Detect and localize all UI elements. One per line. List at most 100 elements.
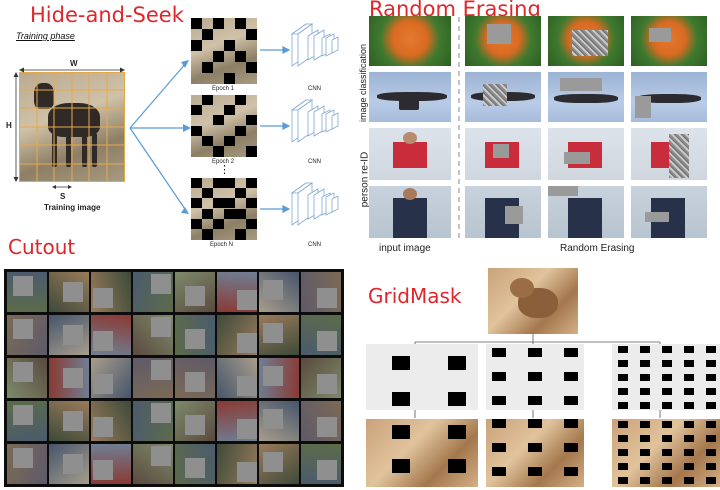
epoch-n-image bbox=[191, 178, 257, 240]
grid-mask-block bbox=[492, 467, 506, 476]
grid-mask-block bbox=[618, 463, 628, 470]
plane-erased-1 bbox=[465, 72, 541, 122]
cutout-patch bbox=[263, 452, 283, 472]
cutout-patch bbox=[263, 409, 283, 429]
cutout-sample bbox=[49, 315, 89, 355]
grid-mask-block bbox=[492, 419, 506, 428]
grid-mask-block bbox=[528, 419, 542, 428]
cutout-grid bbox=[4, 269, 344, 487]
cutout-patch bbox=[13, 276, 33, 296]
cutout-sample bbox=[133, 401, 173, 441]
cutout-sample bbox=[175, 444, 215, 484]
cutout-sample bbox=[301, 315, 341, 355]
mask-fine bbox=[612, 344, 720, 410]
cutout-patch bbox=[317, 374, 337, 394]
cutout-sample bbox=[91, 272, 131, 312]
cutout-patch bbox=[317, 417, 337, 437]
cutout-sample bbox=[133, 272, 173, 312]
grid-mask-block bbox=[492, 348, 506, 357]
plane-input bbox=[369, 72, 451, 122]
row-label-image-classification: image classification bbox=[358, 43, 368, 123]
grid-mask-block bbox=[662, 374, 672, 381]
cutout-sample bbox=[133, 444, 173, 484]
cutout-patch bbox=[13, 362, 33, 382]
grid-mask-block bbox=[706, 435, 716, 442]
hide-and-seek-panel: Hide-and-Seek Training phase W H bbox=[0, 0, 360, 248]
grid-mask-block bbox=[640, 421, 650, 428]
grid-mask-block bbox=[564, 419, 578, 428]
cutout-patch bbox=[13, 319, 33, 339]
cutout-patch bbox=[63, 411, 83, 431]
cutout-patch bbox=[317, 331, 337, 351]
epoch-1-label: Epoch 1 bbox=[212, 86, 235, 92]
grid-overlay bbox=[19, 72, 125, 182]
cutout-sample bbox=[91, 315, 131, 355]
hide-and-seek-title: Hide-and-Seek bbox=[30, 3, 184, 27]
grid-mask-block bbox=[684, 388, 694, 395]
grid-mask-block bbox=[662, 346, 672, 353]
cnn-label-n: CNN bbox=[308, 242, 321, 248]
cutout-sample bbox=[259, 444, 299, 484]
cutout-sample bbox=[133, 315, 173, 355]
plane-erased-2 bbox=[548, 72, 624, 122]
grid-mask-block bbox=[684, 402, 694, 409]
cutout-patch bbox=[13, 405, 33, 425]
grid-mask-block bbox=[618, 374, 628, 381]
cutout-sample bbox=[301, 444, 341, 484]
grid-mask-block bbox=[640, 388, 650, 395]
cat-masked-medium bbox=[486, 419, 584, 487]
random-erasing-label: Random Erasing bbox=[560, 243, 635, 254]
dog-figure bbox=[48, 103, 100, 137]
grid-mask-block bbox=[706, 388, 716, 395]
grid-mask-block bbox=[662, 360, 672, 367]
cutout-sample bbox=[49, 272, 89, 312]
cutout-patch bbox=[185, 372, 205, 392]
cutout-sample bbox=[217, 315, 257, 355]
s-label: S bbox=[60, 192, 66, 201]
cutout-patch bbox=[93, 460, 113, 480]
person-red-erased-1 bbox=[465, 128, 541, 180]
cutout-sample bbox=[259, 401, 299, 441]
w-arrow bbox=[19, 67, 125, 73]
cutout-sample bbox=[259, 358, 299, 398]
grid-mask-block bbox=[528, 396, 542, 405]
fox-erased-3 bbox=[631, 16, 707, 66]
cutout-sample bbox=[175, 401, 215, 441]
cutout-sample bbox=[217, 272, 257, 312]
cutout-sample bbox=[49, 444, 89, 484]
gridmask-title: GridMask bbox=[368, 284, 462, 308]
grid-mask-block bbox=[640, 374, 650, 381]
grid-mask-block bbox=[618, 421, 628, 428]
cutout-patch bbox=[185, 286, 205, 306]
cnn-label-2: CNN bbox=[308, 159, 321, 165]
w-label: W bbox=[70, 59, 78, 68]
cutout-patch bbox=[63, 454, 83, 474]
cutout-panel: Cutout bbox=[0, 233, 345, 490]
cutout-sample bbox=[7, 315, 47, 355]
cutout-patch bbox=[237, 419, 257, 439]
mask-coarse bbox=[366, 344, 478, 410]
grid-mask-block bbox=[706, 402, 716, 409]
fox-input bbox=[369, 16, 451, 66]
cutout-sample bbox=[7, 401, 47, 441]
grid-mask-block bbox=[564, 443, 578, 452]
mask-medium bbox=[486, 344, 584, 410]
s-arrow bbox=[52, 185, 72, 189]
epoch-1-image bbox=[191, 18, 257, 84]
cutout-patch bbox=[151, 360, 171, 380]
h-arrow bbox=[13, 72, 19, 182]
cutout-patch bbox=[151, 403, 171, 423]
grid-mask-block bbox=[662, 402, 672, 409]
person-dark-input bbox=[369, 186, 451, 238]
cutout-sample bbox=[175, 358, 215, 398]
cutout-sample bbox=[259, 272, 299, 312]
grid-mask-block bbox=[662, 449, 672, 456]
grid-mask-block bbox=[640, 402, 650, 409]
grid-mask-block bbox=[528, 467, 542, 476]
cutout-sample bbox=[301, 401, 341, 441]
cutout-patch bbox=[263, 280, 283, 300]
grid-mask-block bbox=[564, 372, 578, 381]
grid-mask-block bbox=[662, 463, 672, 470]
grid-mask-block bbox=[684, 421, 694, 428]
person-red-erased-2 bbox=[548, 128, 624, 180]
